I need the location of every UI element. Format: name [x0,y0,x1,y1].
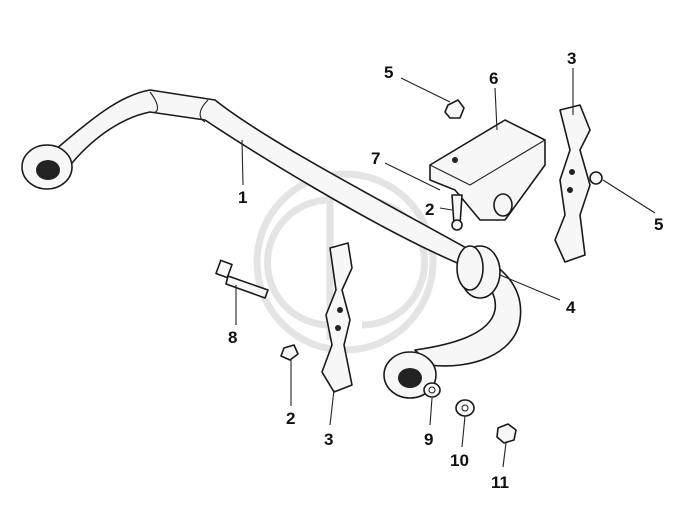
bolt-2-upper [451,194,463,231]
callout-1: 1 [238,188,247,207]
nut-11 [496,423,517,444]
bolt-8 [215,259,269,299]
clamp-lower-left [321,242,353,393]
callout-2-upper: 2 [425,200,434,219]
leader-lines [235,68,656,468]
bolt-2-lower [280,344,299,361]
callout-9: 9 [424,430,433,449]
callout-8: 8 [228,328,237,347]
callout-10: 10 [450,451,469,470]
washer-9 [423,382,441,398]
mount-bracket [429,119,546,221]
washer-10 [455,399,475,417]
callout-3-upper: 3 [567,49,576,68]
callout-7: 7 [371,149,380,168]
clamp-upper-right [554,104,591,263]
callout-4: 4 [566,298,576,317]
callout-2-lower: 2 [286,409,295,428]
callout-3-lower: 3 [324,430,333,449]
callout-5-right: 5 [654,215,663,234]
nut-5-right [589,171,603,185]
callout-6: 6 [489,69,498,88]
callout-5-upper: 5 [384,63,393,82]
nut-5-upper [444,99,465,119]
stabilizer-bar [21,89,522,399]
callout-11: 11 [491,473,509,492]
